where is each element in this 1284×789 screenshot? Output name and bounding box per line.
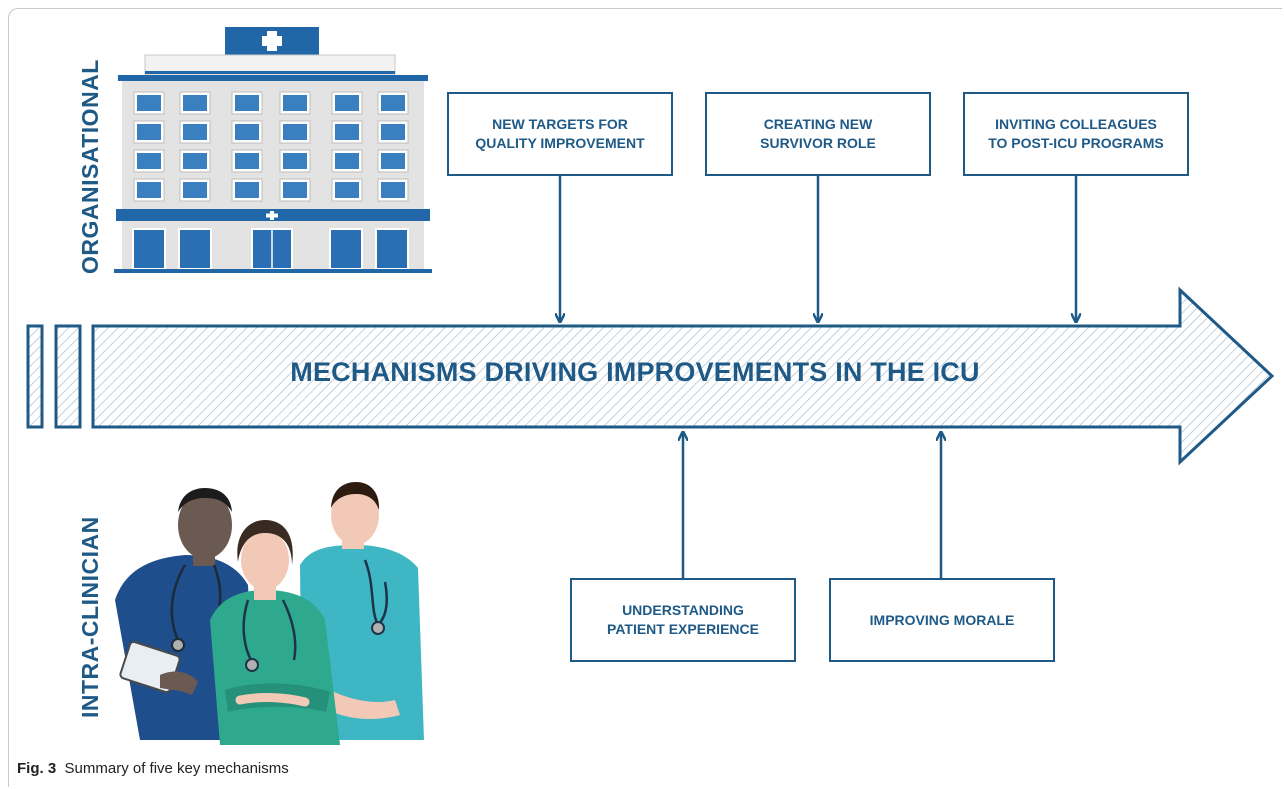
- mechanism-box-quality-improvement: NEW TARGETS FOR QUALITY IMPROVEMENT: [447, 92, 673, 176]
- mechanism-box-survivor-role: CREATING NEW SURVIVOR ROLE: [705, 92, 931, 176]
- mechanism-label: CREATING NEW SURVIVOR ROLE: [760, 116, 876, 151]
- caption-text: Summary of five key mechanisms: [64, 760, 289, 777]
- mechanism-box-inviting-colleagues: INVITING COLLEAGUES TO POST-ICU PROGRAMS: [963, 92, 1189, 176]
- mechanism-box-improving-morale: IMPROVING MORALE: [829, 578, 1055, 662]
- side-label-organisational: ORGANISATIONAL: [77, 59, 103, 274]
- arrow-tail-bar-1: [26, 324, 44, 429]
- figure-caption: Fig. 3 Summary of five key mechanisms: [17, 760, 289, 777]
- mechanism-label: NEW TARGETS FOR QUALITY IMPROVEMENT: [475, 116, 645, 151]
- mechanism-label: IMPROVING MORALE: [869, 611, 1015, 628]
- clinicians-group-icon: [115, 482, 424, 745]
- hospital-building-icon: [114, 27, 432, 273]
- main-arrow: [91, 286, 1275, 466]
- side-label-intra-clinician: INTRA-CLINICIAN: [77, 516, 103, 718]
- mechanism-label: INVITING COLLEAGUES TO POST-ICU PROGRAMS: [988, 116, 1164, 151]
- mechanism-box-patient-experience: UNDERSTANDING PATIENT EXPERIENCE: [570, 578, 796, 662]
- arrow-tail-bar-2: [54, 324, 82, 429]
- arrow-title: MECHANISMS DRIVING IMPROVEMENTS IN THE I…: [290, 357, 980, 387]
- figure-frame: [8, 8, 1282, 787]
- mechanism-label: UNDERSTANDING PATIENT EXPERIENCE: [607, 602, 759, 637]
- caption-fig-label: Fig. 3: [17, 760, 57, 777]
